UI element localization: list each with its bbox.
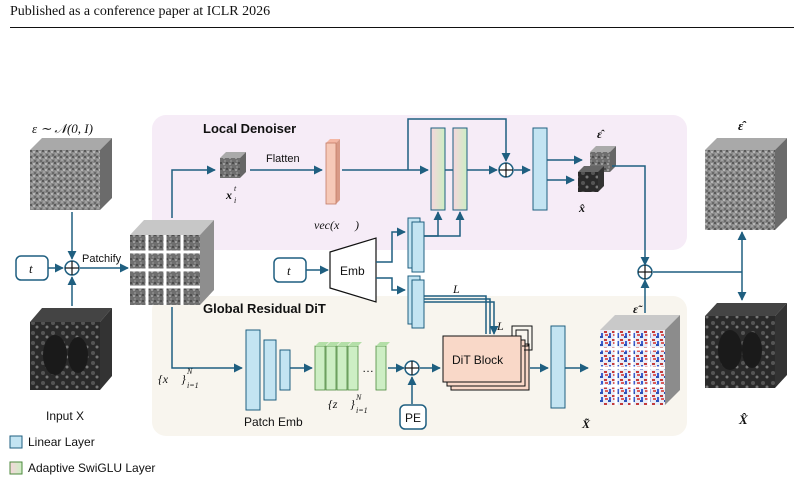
local-mod-linear-2 [411,221,425,273]
patch-emb-label: Patch Emb [244,415,303,429]
l-label-block: L [496,319,504,333]
vec-label: vec(x [314,218,340,232]
svg-text:N: N [355,393,362,402]
token-stack [314,342,390,391]
svg-text:t: t [234,184,237,193]
timestep-label-left: t [29,261,33,276]
x-tilde-label: X̃ [581,417,591,431]
set-x-label: {x [158,372,169,386]
noise-cube-output [705,138,787,230]
svg-text:i: i [234,196,236,205]
local-linear-output [532,127,548,211]
noise-distribution-label: ε ∼ 𝒩(0, I) [32,121,93,136]
emb-label: Emb [340,264,365,278]
patchify-label: Patchify [82,253,122,265]
local-denoiser-title: Local Denoiser [203,121,296,136]
pe-box [399,404,427,430]
token-ellipsis: … [362,361,374,375]
patch-emb-linear-3 [279,349,291,391]
set-z-label: {z [328,397,338,411]
x-hat-label: X̂ [738,412,748,427]
flatten-label: Flatten [266,153,300,165]
paper-header: Published as a conference paper at ICLR … [10,4,271,19]
svg-text:i=1: i=1 [187,381,199,390]
global-dit-title: Global Residual DiT [203,301,326,316]
patch-emb-linear-2 [263,339,277,401]
noise-cube-input [30,138,112,210]
patch-grid-cube [130,220,214,305]
local-denoiser-panel [152,115,687,250]
legend-swiglu-label: Adaptive SwiGLU Layer [28,461,155,475]
x-hat-i-cube [578,166,604,192]
input-x-label: Input X [46,409,84,423]
time-embedding-block [329,237,377,303]
local-patch-label: x [225,188,232,202]
timestep-label-mid: t [287,263,291,278]
svg-text:i=1: i=1 [356,406,368,415]
local-patch-cube [220,152,246,178]
svg-text:N: N [186,367,193,376]
pe-label: PE [405,411,421,425]
eps-hat-i-label: ε̂ [597,127,605,141]
header-rule [10,27,794,28]
svg-text:): ) [354,218,359,232]
ct-cube-output [705,303,787,388]
global-linear-output [550,325,566,409]
flattened-vector [325,139,340,205]
swiglu-layer-1 [430,127,446,211]
legend-swiglu-swatch [9,461,23,475]
l-label-top: L [452,282,460,296]
swiglu-layer-2 [452,127,468,211]
legend-linear-label: Linear Layer [28,435,95,449]
svg-text:}: } [350,397,355,411]
global-residual-cube [600,315,680,405]
patch-emb-linear-1 [245,329,261,411]
ct-cube-input [30,308,112,390]
eps-hat-label: ε̂ [738,118,746,133]
svg-text:}: } [181,372,186,386]
global-mod-linear-2 [411,279,425,329]
legend-linear-swatch [9,435,23,449]
x-hat-i-label: x̂ [578,201,585,215]
dit-block [442,335,522,383]
dit-block-label: DiT Block [452,353,504,367]
